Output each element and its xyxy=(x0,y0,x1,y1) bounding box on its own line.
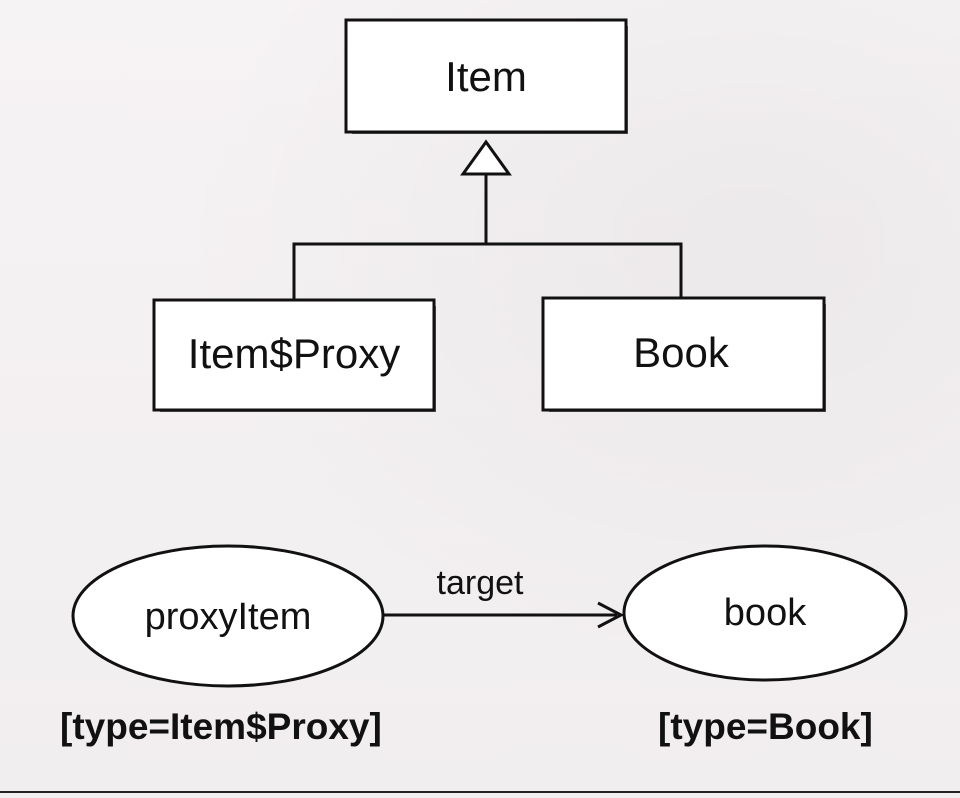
inheritance-connector xyxy=(292,139,683,300)
target-reference-label: target xyxy=(437,564,524,602)
book-object-label: book xyxy=(724,592,807,634)
book-type-label: [type=Book] xyxy=(658,706,873,747)
item-class-rect xyxy=(344,18,628,134)
proxy-item-object: proxyItem xyxy=(71,544,385,688)
proxy-type-label: [type=Item$Proxy] xyxy=(60,706,382,747)
proxy-item-label: proxyItem xyxy=(145,596,312,638)
item-proxy-class-label: Item$Proxy xyxy=(188,330,400,377)
item-proxy-class-box: Item$Proxy xyxy=(152,298,436,412)
item-class-label: Item xyxy=(445,53,527,100)
target-reference: target xyxy=(383,564,625,629)
book-class-rect xyxy=(541,296,826,412)
item-class-box: Item xyxy=(344,18,628,134)
book-class-label: Book xyxy=(633,329,730,376)
book-class-box: Book xyxy=(541,296,826,412)
target-arrowhead xyxy=(597,601,625,629)
book-object-ellipse xyxy=(622,544,908,682)
inheritance-branches xyxy=(292,242,683,300)
item-proxy-class-rect xyxy=(152,298,436,412)
book-object: book xyxy=(622,544,908,682)
inheritance-triangle xyxy=(460,139,512,176)
